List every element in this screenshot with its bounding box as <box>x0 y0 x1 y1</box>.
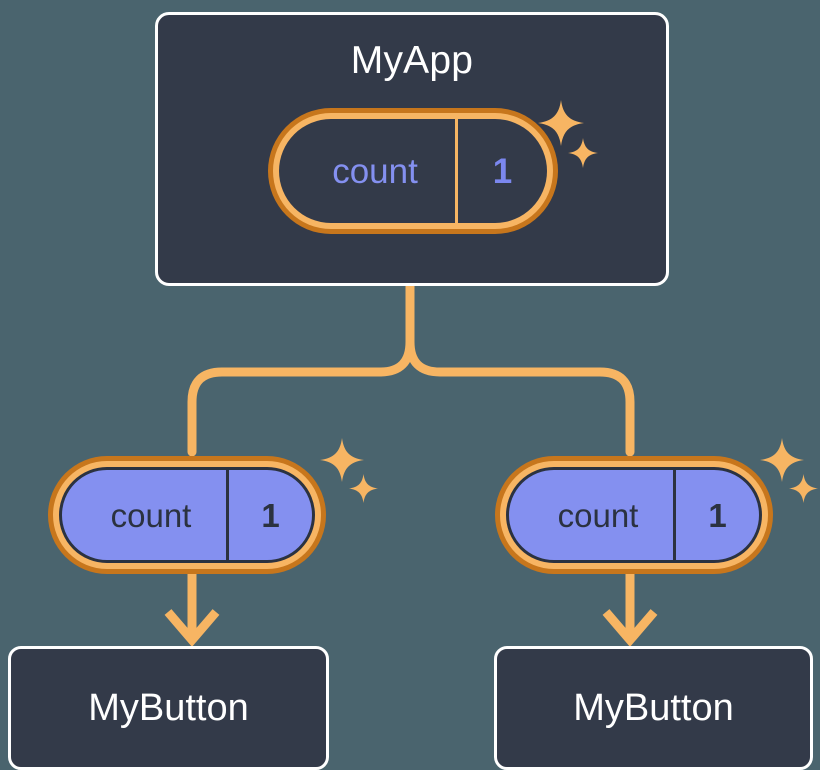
arrow-right-state-to-button <box>602 574 658 647</box>
state-pill-body: count 1 <box>59 467 315 563</box>
sparkle-small-icon <box>349 474 378 503</box>
connector-trunk-and-branches <box>187 281 635 457</box>
page-title: MyApp <box>350 39 474 82</box>
sparkle-icon <box>320 438 382 510</box>
state-value: 1 <box>673 470 759 560</box>
state-key: count <box>110 496 192 534</box>
state-pill-body: count 1 <box>279 119 547 223</box>
component-title: MyButton <box>573 687 734 729</box>
arrow-left-state-to-button <box>164 574 220 647</box>
state-pill-child-left[interactable]: count 1 <box>48 456 326 574</box>
sparkle-small-icon <box>789 474 818 503</box>
sparkle-large-icon <box>320 438 364 482</box>
sparkle-large-icon <box>760 438 804 482</box>
component-card-mybutton-right[interactable]: MyButton <box>494 646 813 770</box>
state-pill-child-right[interactable]: count 1 <box>495 456 773 574</box>
state-pill-ring-inner: count 1 <box>273 113 553 229</box>
component-title: MyButton <box>88 687 249 729</box>
state-pill-ring-inner: count 1 <box>500 461 768 569</box>
state-pill-body: count 1 <box>506 467 762 563</box>
state-pill-ring-inner: count 1 <box>53 461 321 569</box>
state-key: count <box>332 151 418 191</box>
state-value: 1 <box>455 119 547 223</box>
component-card-mybutton-left[interactable]: MyButton <box>8 646 329 770</box>
state-value: 1 <box>226 470 312 560</box>
state-key: count <box>557 496 639 534</box>
state-pill-parent[interactable]: count 1 <box>268 108 558 234</box>
